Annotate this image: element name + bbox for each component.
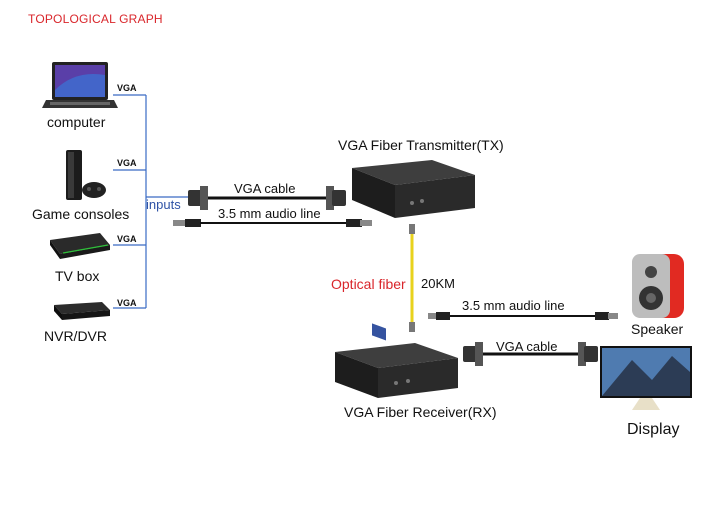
- nvr-icon: [54, 302, 110, 320]
- page-title: TOPOLOGICAL GRAPH: [28, 12, 163, 26]
- tv-box-icon: [50, 233, 110, 259]
- speaker-label: Speaker: [631, 321, 684, 337]
- tx-vga-cable: [188, 186, 346, 210]
- vga-port-label-computer: VGA: [117, 83, 137, 93]
- rx-device: [335, 343, 458, 398]
- tx-label: VGA Fiber Transmitter(TX): [338, 137, 504, 153]
- input-bus: [113, 94, 190, 309]
- laptop-icon: [42, 62, 118, 108]
- rx-label: VGA Fiber Receiver(RX): [344, 404, 497, 420]
- tx-vga-cable-label: VGA cable: [234, 181, 296, 196]
- rx-vga-cable: [463, 342, 598, 366]
- rx-vga-cable-label: VGA cable: [496, 339, 558, 354]
- display-label: Display: [627, 421, 680, 438]
- speaker-icon: [632, 254, 684, 318]
- vga-port-label-nvr-dvr: VGA: [117, 298, 137, 308]
- source-label-game-consoles: Game consoles: [32, 206, 130, 222]
- display-icon: [600, 346, 692, 410]
- rx-audio-cable-label: 3.5 mm audio line: [462, 298, 565, 313]
- source-label-computer: computer: [47, 114, 106, 130]
- fiber-label: Optical fiber: [331, 276, 406, 292]
- tx-audio-cable: [173, 219, 372, 227]
- vga-port-label-game-consoles: VGA: [117, 158, 137, 168]
- tx-device: [352, 160, 475, 341]
- source-label-tv-box: TV box: [55, 268, 100, 284]
- game-console-icon: [66, 150, 106, 200]
- tx-audio-cable-label: 3.5 mm audio line: [218, 206, 321, 221]
- fiber-distance-label: 20KM: [421, 276, 455, 291]
- source-label-nvr-dvr: NVR/DVR: [44, 328, 108, 344]
- optical-fiber: [409, 224, 415, 332]
- inputs-label: inputs: [146, 197, 181, 212]
- rx-audio-cable: [428, 312, 618, 320]
- vga-port-label-tv-box: VGA: [117, 234, 137, 244]
